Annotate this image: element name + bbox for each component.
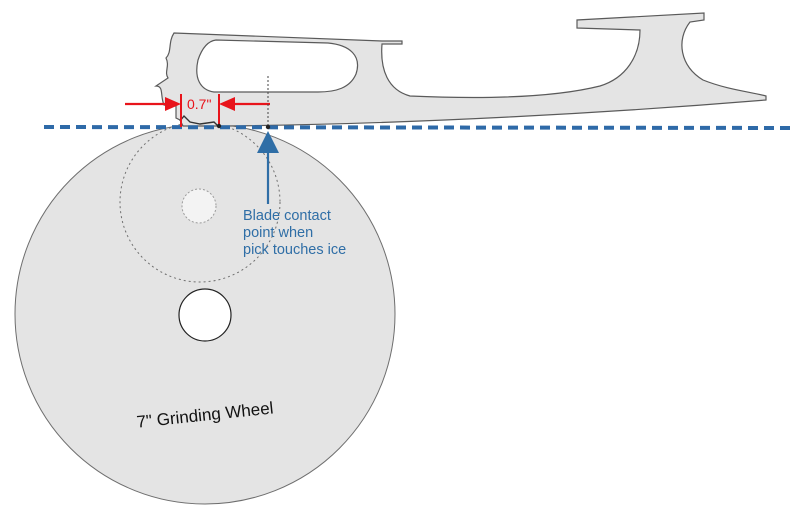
blade-cutout: [196, 39, 359, 93]
dimension-label: 0.7": [187, 96, 211, 112]
dimension-arrowhead-left: [165, 97, 181, 111]
skate-blade: [154, 12, 767, 127]
hub-circle: [181, 188, 217, 224]
contact-label-line3: pick touches ice: [243, 242, 346, 258]
arbor-hole: [178, 288, 232, 342]
contact-point: [265, 124, 271, 130]
contact-label-line2: point when: [243, 225, 313, 241]
toe-pick: [179, 114, 219, 127]
ice-line: [43, 125, 791, 130]
dimension-arrowhead-right: [219, 97, 235, 111]
contact-label-line1: Blade contact: [243, 208, 331, 224]
pick-point: [216, 123, 222, 129]
